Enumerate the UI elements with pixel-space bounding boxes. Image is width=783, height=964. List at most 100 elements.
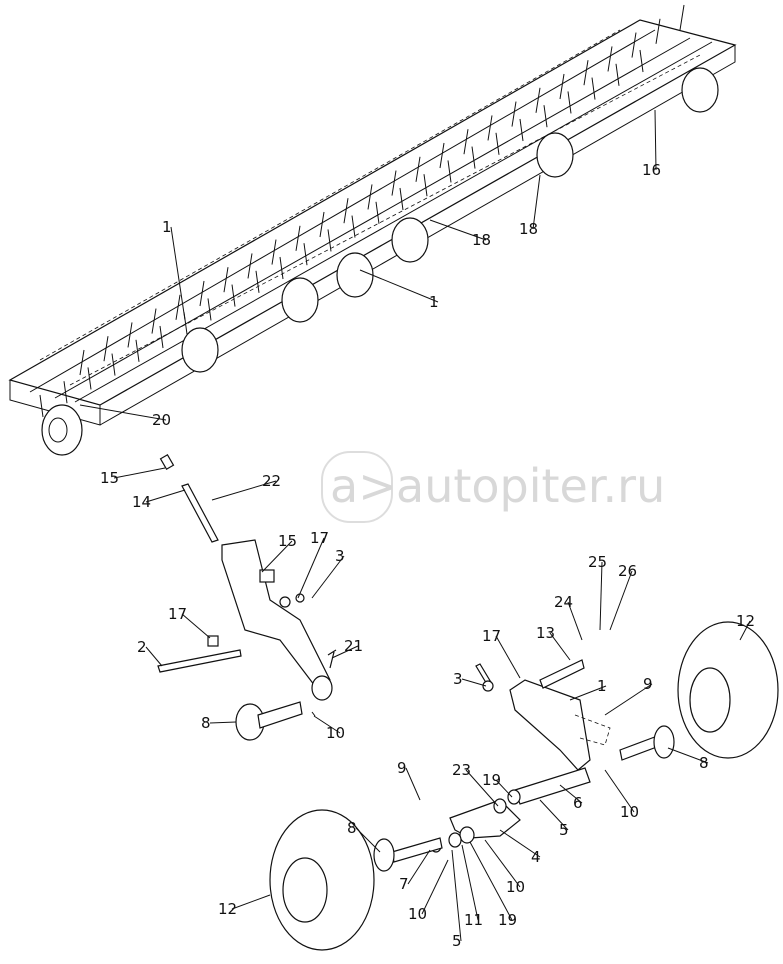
frame-shank [495, 87, 541, 155]
callout-2: 2 [137, 638, 147, 656]
watermark: a> autopiter.ru [321, 451, 665, 523]
callout-8: 8 [699, 754, 709, 772]
frame-shank [543, 60, 589, 128]
callout-leader-line [604, 683, 653, 716]
callout-leader-line [261, 540, 293, 573]
frame-shank [39, 349, 85, 418]
frame-shank [615, 18, 661, 86]
callout-12: 12 [736, 612, 755, 630]
frame-shank [303, 198, 349, 266]
callout-leader-line [461, 678, 487, 687]
callout-5: 5 [559, 821, 569, 839]
callout-leader-line [211, 480, 277, 501]
callout-leader-line [421, 859, 449, 915]
callout-leader-line [145, 489, 186, 503]
callout-12: 12 [218, 900, 237, 918]
callout-17: 17 [168, 605, 187, 623]
callout-8: 8 [347, 819, 357, 837]
callout-leader-line [739, 620, 751, 641]
frame-shank [423, 129, 469, 197]
callout-21: 21 [344, 637, 363, 655]
left-wheel-arm-assembly [157, 453, 337, 741]
callout-15: 15 [100, 469, 119, 487]
callout-5: 5 [452, 932, 462, 950]
callout-leader-line [311, 555, 345, 599]
callout-26: 26 [618, 562, 637, 580]
frame-shank [279, 211, 325, 280]
frame-shank [111, 308, 157, 376]
frame-shank [231, 239, 277, 307]
callout-leader-line [495, 779, 513, 798]
callout-leader-line [355, 827, 381, 853]
callout-19: 19 [482, 771, 501, 789]
frame-shank [447, 115, 493, 183]
frame-shank [639, 4, 685, 73]
watermark-text: autopiter.ru [396, 459, 665, 513]
callout-13: 13 [536, 624, 555, 642]
callout-leader-line [113, 467, 166, 479]
callout-leader-line [461, 844, 479, 921]
callout-1: 1 [162, 218, 172, 236]
callout-6: 6 [573, 794, 583, 812]
callout-7: 7 [399, 875, 409, 893]
callout-leader-line [407, 849, 431, 885]
callout-10: 10 [620, 803, 639, 821]
callout-17: 17 [310, 529, 329, 547]
callout-leader-line [599, 561, 603, 631]
callout-leader-line [405, 767, 421, 801]
callout-leader-line [667, 747, 709, 764]
callout-leader-line [170, 226, 186, 321]
callout-1: 1 [429, 293, 439, 311]
callout-11: 11 [464, 911, 483, 929]
frame-shank [63, 336, 109, 404]
callout-4: 4 [531, 848, 541, 866]
frame-shank [87, 322, 133, 390]
callout-9: 9 [397, 759, 407, 777]
callout-16: 16 [642, 161, 661, 179]
frame-shank [567, 46, 613, 114]
callout-3: 3 [335, 547, 345, 565]
right-wheel-arm-assembly [269, 621, 779, 951]
callout-leader-line [465, 769, 499, 807]
frame-shank [135, 294, 181, 362]
callout-leader-line [313, 715, 341, 734]
callout-8: 8 [201, 714, 211, 732]
callout-9: 9 [643, 675, 653, 693]
frame-shank [159, 280, 205, 349]
callout-leader-line [429, 219, 487, 241]
callout-leader-line [331, 645, 359, 659]
callout-18: 18 [472, 231, 491, 249]
callout-leader-line [495, 635, 521, 679]
callout-leader-line [181, 613, 211, 639]
callout-leader-line [559, 784, 583, 804]
callout-leader-line [359, 269, 439, 303]
callout-leader-line [567, 601, 583, 641]
callout-22: 22 [262, 472, 281, 490]
watermark-logo: a> [330, 459, 397, 513]
frame-shank [327, 184, 373, 252]
callout-1: 1 [597, 677, 607, 695]
frame-shank [519, 73, 565, 142]
callout-10: 10 [506, 878, 525, 896]
frame-shank [591, 32, 637, 100]
frame-shank [207, 253, 253, 321]
implement-frame [8, 4, 737, 456]
callout-leader-line [79, 404, 167, 421]
callout-leader-line [549, 632, 571, 661]
callout-leader-line [209, 721, 237, 724]
callout-18: 18 [519, 220, 538, 238]
frame-shank [255, 225, 301, 293]
callout-leader-line [604, 769, 635, 813]
callout-leader-line [297, 537, 325, 599]
callout-leader-line [499, 829, 541, 858]
callout-15: 15 [278, 532, 297, 550]
callout-25: 25 [588, 553, 607, 571]
callout-leader-line [469, 841, 513, 921]
callout-leader-line [539, 799, 569, 831]
frame-shank [351, 170, 397, 238]
callout-24: 24 [554, 593, 573, 611]
callout-17: 17 [482, 627, 501, 645]
callout-10: 10 [408, 905, 427, 923]
